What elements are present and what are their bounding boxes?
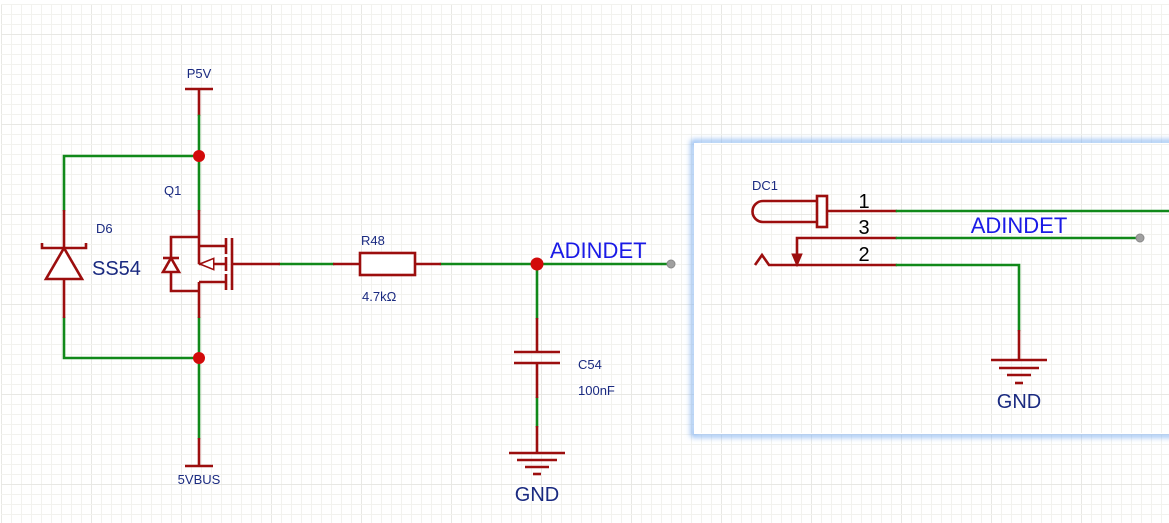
wires-left xyxy=(62,114,672,440)
pin-number: 3 xyxy=(858,217,869,239)
mosfet-designator: Q1 xyxy=(164,183,181,198)
pin-number: 2 xyxy=(858,244,869,266)
body-diode-triangle xyxy=(160,255,182,274)
pin-3-arrow xyxy=(791,253,803,268)
wire-top-diode[interactable] xyxy=(62,154,201,212)
net-label-text: ADINDET xyxy=(550,238,647,263)
resistor-value: 4.7kΩ xyxy=(362,289,397,304)
ground-symbol-left[interactable]: GND xyxy=(509,426,565,506)
connector-designator: DC1 xyxy=(752,178,778,193)
capacitor-value: 100nF xyxy=(578,383,615,398)
net-endpoint xyxy=(666,259,676,269)
power-flag-p5v[interactable]: P5V xyxy=(185,66,213,116)
resistor-r48[interactable]: R48 4.7kΩ xyxy=(333,233,441,304)
selection-glow xyxy=(691,140,1169,437)
barrel-body xyxy=(751,199,817,224)
panel-grid xyxy=(701,144,1169,433)
junction-dot xyxy=(530,257,544,271)
net-label-text: ADINDET xyxy=(971,213,1068,238)
connector-dc1[interactable]: DC1 1 3 2 xyxy=(751,178,897,268)
wires-right xyxy=(895,209,1169,332)
wire-bottom-diode[interactable] xyxy=(62,316,201,360)
pin-number: 1 xyxy=(858,191,869,213)
resistor-designator: R48 xyxy=(361,233,385,248)
junction-dot xyxy=(193,150,205,162)
capacitor-designator: C54 xyxy=(578,357,602,372)
net-endpoint xyxy=(1135,233,1145,243)
diode-d6[interactable]: D6 SS54 xyxy=(40,210,141,318)
schottky-cathode-bar xyxy=(40,243,88,250)
wire-pin2-gnd[interactable] xyxy=(895,263,1021,332)
pin-2-lead xyxy=(753,252,897,267)
body-arrow-inner xyxy=(202,259,213,269)
net-label-adindet-right[interactable]: ADINDET xyxy=(971,213,1145,243)
resistor-body xyxy=(358,251,417,277)
barrel-flange xyxy=(815,194,829,229)
junction-dot xyxy=(193,352,205,364)
selection-panel[interactable] xyxy=(691,140,1169,437)
capacitor-c54[interactable]: C54 100nF xyxy=(514,318,615,398)
diode-triangle xyxy=(43,245,85,281)
power-label-5vbus: 5VBUS xyxy=(178,472,221,487)
diode-designator: D6 xyxy=(96,221,113,236)
net-label-adindet-left[interactable]: ADINDET xyxy=(550,238,676,269)
power-flag-5vbus[interactable]: 5VBUS xyxy=(178,438,221,487)
diode-value: SS54 xyxy=(92,258,141,280)
ground-symbol-right[interactable]: GND xyxy=(991,330,1047,413)
ground-label-left: GND xyxy=(515,484,559,506)
ground-label-right: GND xyxy=(997,391,1041,413)
mosfet-q1[interactable]: Q1 xyxy=(160,183,280,318)
power-label-p5v: P5V xyxy=(187,66,212,81)
